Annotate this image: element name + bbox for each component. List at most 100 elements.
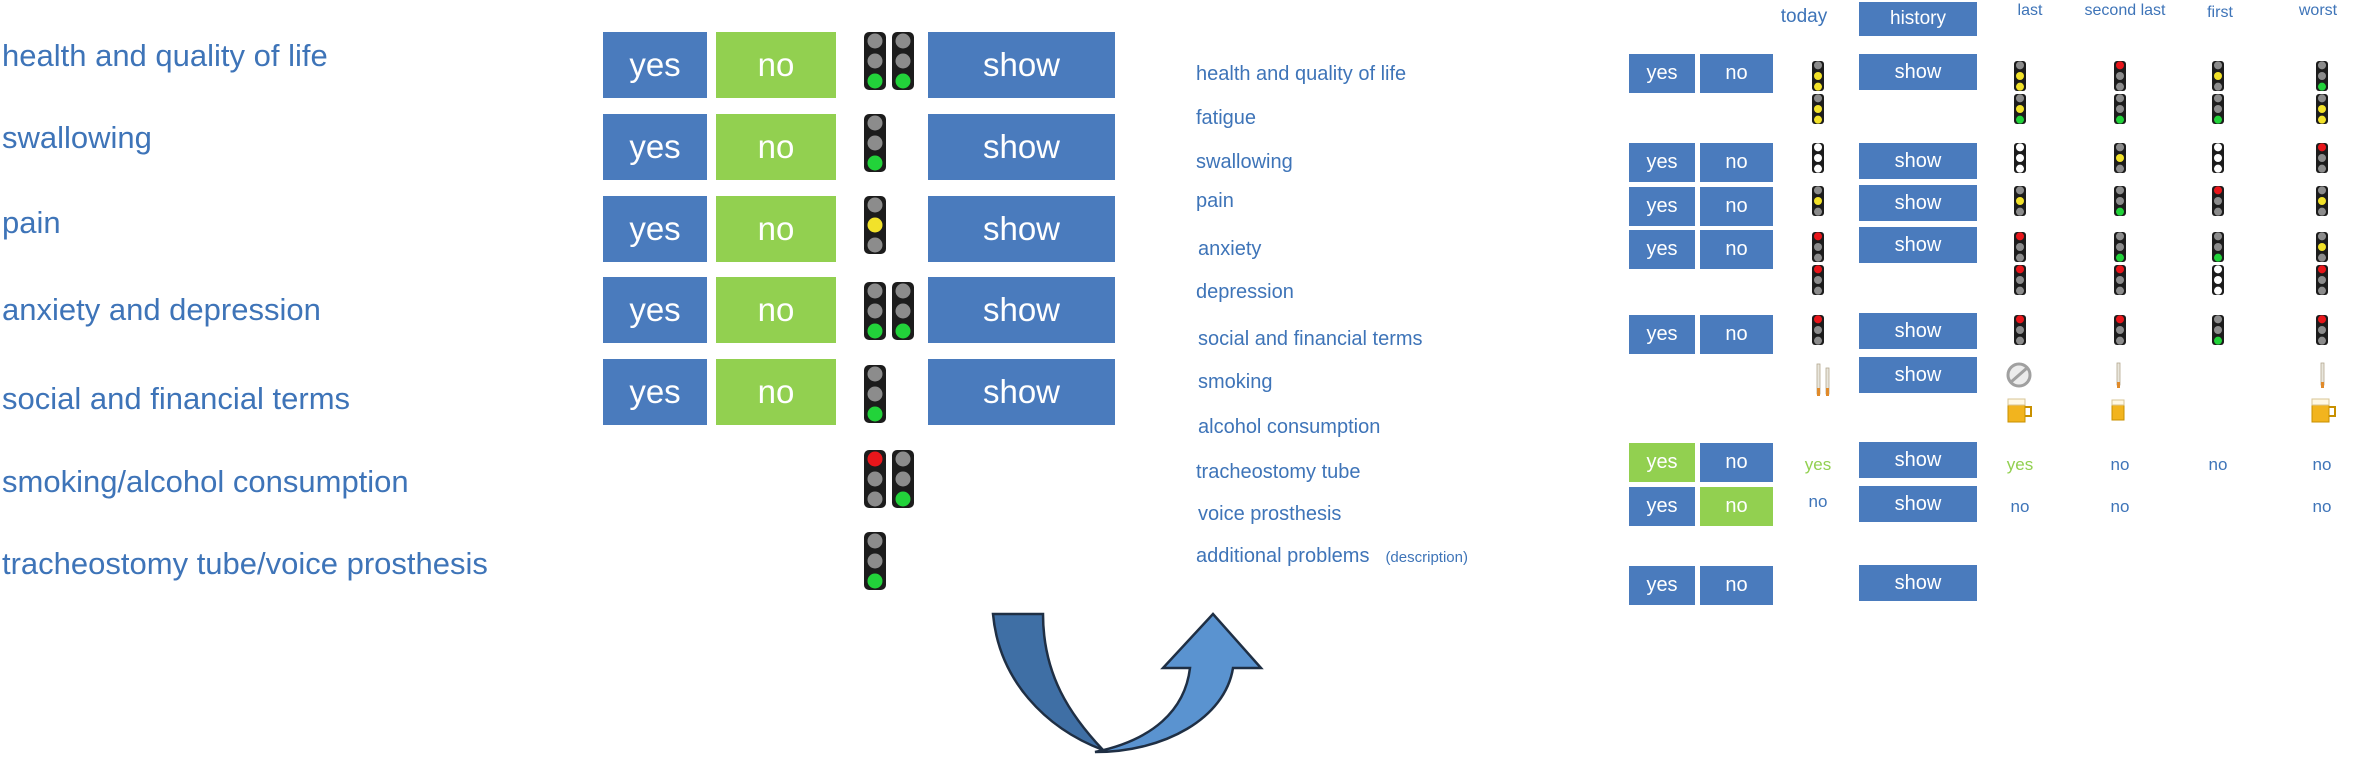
lamp bbox=[1814, 232, 1822, 241]
show-button[interactable]: show bbox=[1857, 484, 1979, 524]
show-button[interactable]: show bbox=[926, 357, 1117, 427]
no-button[interactable]: no bbox=[1698, 185, 1775, 228]
traffic-light-icon bbox=[863, 531, 887, 596]
trach-worst-value: no bbox=[2312, 455, 2332, 474]
lamp bbox=[2016, 186, 2024, 195]
lamp bbox=[2318, 232, 2326, 241]
label-pain: pain bbox=[1196, 190, 1234, 212]
lamp bbox=[867, 386, 883, 402]
label-health-quality: health and quality of life bbox=[1196, 63, 1407, 85]
label-smoking-alcohol: smoking/alcohol consumption bbox=[2, 464, 409, 499]
traffic-light-icon bbox=[2315, 231, 2329, 268]
traffic-light-icon bbox=[1811, 93, 1825, 130]
lamp bbox=[2318, 326, 2326, 334]
no-button[interactable]: no bbox=[1698, 441, 1775, 484]
lamp bbox=[867, 303, 883, 319]
history-button[interactable]: history bbox=[1857, 0, 1979, 38]
traffic-light-icon bbox=[2013, 60, 2027, 97]
show-button[interactable]: show bbox=[1857, 183, 1979, 223]
traffic-light-icon bbox=[2211, 93, 2225, 130]
lamp bbox=[2318, 164, 2326, 173]
no-button[interactable]: no bbox=[1698, 313, 1775, 356]
lamp bbox=[895, 491, 911, 507]
no-button[interactable]: no bbox=[1698, 228, 1775, 271]
show-button[interactable]: show bbox=[926, 30, 1117, 100]
yes-button[interactable]: yes bbox=[1627, 141, 1697, 184]
yes-button[interactable]: yes bbox=[1627, 52, 1697, 95]
lamp bbox=[2318, 115, 2326, 124]
lamp bbox=[1814, 186, 1822, 195]
show-button[interactable]: show bbox=[1857, 440, 1979, 480]
no-button[interactable]: no bbox=[1698, 141, 1775, 184]
lamp bbox=[867, 217, 883, 233]
cigarette-icon bbox=[2116, 362, 2121, 388]
label-tracheostomy-voice: tracheostomy tube/voice prosthesis bbox=[2, 546, 488, 581]
lamp bbox=[1814, 154, 1822, 162]
lamp bbox=[2116, 186, 2124, 195]
lamp bbox=[2116, 197, 2124, 205]
yes-button[interactable]: yes bbox=[601, 30, 709, 100]
no-button[interactable]: no bbox=[1698, 485, 1775, 528]
lamp bbox=[2214, 164, 2222, 173]
traffic-light-icon bbox=[2013, 264, 2027, 301]
no-button[interactable]: no bbox=[1698, 52, 1775, 95]
no-button[interactable]: no bbox=[714, 194, 838, 264]
traffic-light-icon bbox=[863, 364, 887, 429]
lamp bbox=[2214, 315, 2222, 324]
lamp bbox=[2116, 336, 2124, 345]
no-button[interactable]: no bbox=[714, 30, 838, 100]
lamp bbox=[2016, 286, 2024, 295]
traffic-light-icon bbox=[1811, 60, 1825, 97]
lamp bbox=[2116, 243, 2124, 251]
lamp bbox=[1814, 105, 1822, 113]
yes-button[interactable]: yes bbox=[1627, 441, 1697, 484]
traffic-light-icon bbox=[2113, 185, 2127, 222]
yes-button[interactable]: yes bbox=[1627, 485, 1697, 528]
voice-last-value: no bbox=[2010, 497, 2030, 516]
lamp bbox=[2116, 82, 2124, 91]
lamp bbox=[2318, 253, 2326, 262]
lamp bbox=[2214, 336, 2222, 345]
traffic-light-icon bbox=[2315, 60, 2329, 97]
show-button[interactable]: show bbox=[1857, 141, 1979, 181]
trach-first-value: no bbox=[2208, 455, 2228, 474]
lamp bbox=[867, 491, 883, 507]
show-button[interactable]: show bbox=[1857, 311, 1979, 351]
label-alcohol: alcohol consumption bbox=[1198, 416, 1381, 438]
no-button[interactable]: no bbox=[1698, 564, 1775, 607]
yes-button[interactable]: yes bbox=[1627, 228, 1697, 271]
lamp bbox=[867, 73, 883, 89]
no-button[interactable]: no bbox=[714, 357, 838, 427]
yes-button[interactable]: yes bbox=[601, 275, 709, 345]
no-button[interactable]: no bbox=[714, 112, 838, 182]
lamp bbox=[2214, 115, 2222, 124]
yes-button[interactable]: yes bbox=[1627, 185, 1697, 228]
yes-button[interactable]: yes bbox=[1627, 313, 1697, 356]
lamp bbox=[1814, 207, 1822, 216]
label-social-financial: social and financial terms bbox=[2, 381, 351, 416]
yes-button[interactable]: yes bbox=[601, 357, 709, 427]
lamp bbox=[2318, 197, 2326, 205]
lamp bbox=[2116, 61, 2124, 70]
no-button[interactable]: no bbox=[714, 275, 838, 345]
show-button[interactable]: show bbox=[1857, 355, 1979, 395]
lamp bbox=[2016, 82, 2024, 91]
show-button[interactable]: show bbox=[1857, 225, 1979, 265]
lamp bbox=[2214, 276, 2222, 284]
show-button[interactable]: show bbox=[926, 194, 1117, 264]
yes-button[interactable]: yes bbox=[601, 112, 709, 182]
show-button[interactable]: show bbox=[926, 275, 1117, 345]
show-button[interactable]: show bbox=[926, 112, 1117, 182]
traffic-light-icon bbox=[2013, 93, 2027, 130]
yes-button[interactable]: yes bbox=[601, 194, 709, 264]
trach-last-value: yes bbox=[2006, 455, 2034, 474]
traffic-light-icon bbox=[1811, 142, 1825, 179]
lamp bbox=[2116, 143, 2124, 152]
show-button[interactable]: show bbox=[1857, 563, 1979, 603]
show-button[interactable]: show bbox=[1857, 52, 1979, 92]
traffic-light-icon bbox=[2113, 60, 2127, 97]
lamp bbox=[2214, 232, 2222, 241]
lamp bbox=[2214, 197, 2222, 205]
yes-button[interactable]: yes bbox=[1627, 564, 1697, 607]
lamp bbox=[1814, 243, 1822, 251]
